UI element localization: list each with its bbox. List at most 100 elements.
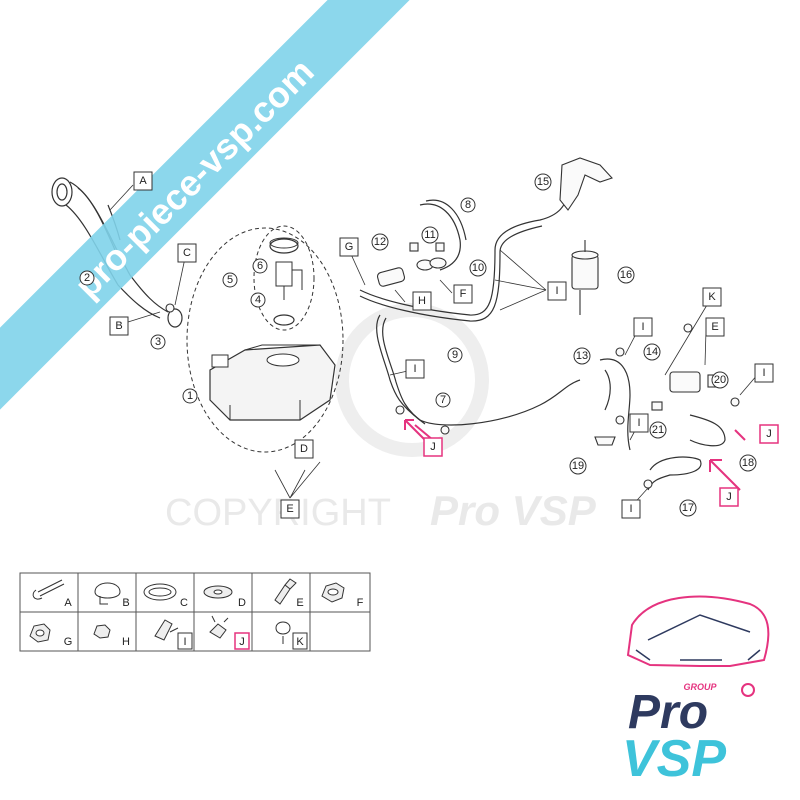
clip-k-icon [275, 621, 291, 644]
callout-6: 6 [252, 258, 268, 274]
connector-i-icon [154, 619, 179, 641]
nut-h-icon [93, 624, 111, 639]
box-E: E [280, 499, 300, 519]
fuel-lines [359, 194, 726, 491]
svg-text:2: 2 [84, 272, 90, 284]
callout-8: 8 [460, 197, 476, 213]
clip-j-icon [209, 615, 229, 639]
svg-text:E: E [286, 503, 293, 515]
fuel-tank-group [186, 225, 344, 453]
logo-vsp-text: VSP [622, 730, 726, 788]
svg-text:I: I [413, 363, 416, 375]
svg-text:J: J [766, 428, 772, 440]
svg-text:C: C [183, 247, 191, 259]
svg-text:8: 8 [465, 199, 471, 211]
car-outline-icon [626, 595, 770, 667]
svg-text:18: 18 [742, 457, 754, 469]
svg-text:13: 13 [576, 350, 588, 362]
copyright-watermark: COPYRIGHT Pro VSP [165, 303, 597, 534]
box-I-3: I [633, 317, 653, 337]
bolt-icon [274, 578, 297, 605]
copyright-text: COPYRIGHT [165, 492, 391, 534]
box-B: B [109, 316, 129, 336]
logo-group-text: GROUP [683, 682, 717, 692]
letter-callouts: A B C D E F G H I I I I I I J J J K E [109, 171, 779, 519]
svg-text:16: 16 [620, 269, 632, 281]
svg-text:7: 7 [440, 394, 446, 406]
svg-text:H: H [418, 295, 426, 307]
box-I-5: I [754, 363, 774, 383]
svg-text:A: A [139, 175, 147, 187]
fastener-legend: A B C D E F G H I J K [19, 572, 371, 652]
callout-2: 2 [79, 270, 95, 286]
box-I-2: I [547, 281, 567, 301]
svg-text:15: 15 [537, 176, 549, 188]
legend-letter-K: K [296, 636, 304, 648]
callout-17: 17 [679, 499, 697, 517]
legend-letter-C: C [180, 597, 188, 609]
box-J-3: J [719, 487, 739, 507]
svg-text:12: 12 [374, 236, 386, 248]
svg-text:19: 19 [572, 460, 584, 472]
svg-text:I: I [762, 367, 765, 379]
svg-text:21: 21 [652, 424, 664, 436]
svg-text:17: 17 [682, 502, 694, 514]
callout-7: 7 [435, 392, 451, 408]
callout-1: 1 [182, 388, 198, 404]
box-F: F [453, 284, 473, 304]
callout-13: 13 [573, 347, 591, 365]
box-H: H [412, 291, 432, 311]
callout-5: 5 [222, 272, 238, 288]
box-I-4: I [629, 413, 649, 433]
svg-text:1: 1 [187, 390, 193, 402]
box-G: G [339, 237, 359, 257]
svg-text:G: G [345, 241, 354, 253]
box-J-2: J [759, 424, 779, 444]
callout-3: 3 [150, 334, 166, 350]
callout-11: 11 [421, 226, 439, 244]
clamp-c-icon [143, 583, 177, 601]
callout-20: 20 [711, 371, 729, 389]
callout-14: 14 [643, 343, 661, 361]
legend-letter-A: A [64, 597, 72, 609]
svg-text:4: 4 [255, 294, 261, 306]
callout-19: 19 [569, 457, 587, 475]
callout-9: 9 [447, 347, 463, 363]
svg-text:I: I [637, 417, 640, 429]
box-D: D [294, 439, 314, 459]
svg-text:14: 14 [646, 346, 658, 358]
svg-text:I: I [629, 503, 632, 515]
legend-letter-B: B [122, 597, 129, 609]
box-I-1: I [405, 359, 425, 379]
box-A: A [133, 171, 153, 191]
cable-tie-icon [32, 579, 65, 600]
svg-text:E: E [711, 321, 718, 333]
legend-letter-F: F [357, 597, 364, 609]
legend-letter-E: E [296, 597, 303, 609]
number-callouts: 1 2 3 4 5 6 7 8 9 10 11 12 13 14 15 16 1… [79, 173, 757, 517]
callout-12: 12 [371, 233, 389, 251]
svg-text:9: 9 [452, 349, 458, 361]
svg-text:J: J [430, 441, 436, 453]
svg-text:J: J [726, 491, 732, 503]
callout-4: 4 [250, 292, 266, 308]
logo-pro-text: Pro [628, 686, 708, 739]
svg-text:11: 11 [424, 229, 435, 241]
legend-letter-H: H [122, 636, 130, 648]
box-E-2: E [705, 317, 725, 337]
box-I-6: I [621, 499, 641, 519]
svg-text:3: 3 [155, 336, 161, 348]
legend-letter-J: J [239, 636, 245, 648]
box-J-1: J [423, 437, 443, 457]
svg-text:I: I [641, 321, 644, 333]
provsp-logo: GROUP Pro VSP [622, 595, 770, 788]
svg-text:I: I [555, 285, 558, 297]
svg-text:10: 10 [472, 262, 484, 274]
svg-text:20: 20 [714, 374, 726, 386]
callout-18: 18 [739, 454, 757, 472]
svg-text:K: K [708, 291, 716, 303]
svg-text:D: D [300, 443, 308, 455]
callout-16: 16 [617, 266, 635, 284]
copyright-brand: Pro VSP [430, 487, 597, 534]
